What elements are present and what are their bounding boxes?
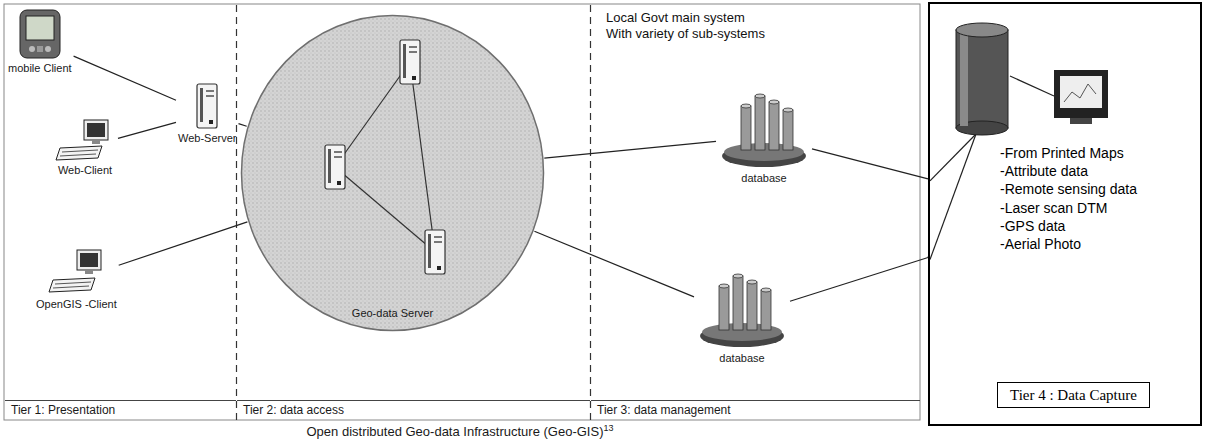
cluster-link [335, 62, 435, 252]
device-link [1010, 76, 1054, 96]
tier-band: Tier 1: Presentation [5, 400, 236, 420]
database-node: database [716, 86, 812, 187]
node-label: Web-Server [178, 132, 236, 145]
reference-number: 13 [603, 423, 613, 433]
tier-label: Tier 3: data management [597, 403, 920, 417]
list-item: -Attribute data [1000, 162, 1137, 180]
main-panel [4, 4, 920, 420]
box-label: Tier 4 : Data Capture [1010, 386, 1137, 404]
connector [812, 149, 928, 179]
server-icon [425, 230, 445, 274]
cluster-ellipse [240, 14, 545, 332]
node-label: Geo-data Server [352, 307, 433, 320]
note-text: With variety of sub-systems [606, 26, 765, 41]
node-label: OpenGIS -Client [36, 298, 117, 311]
connector [74, 56, 176, 100]
tier-divider [236, 5, 237, 420]
connector [790, 258, 928, 302]
storage-cylinder [956, 23, 1008, 135]
tier-band: Tier 2: data access [237, 400, 590, 420]
tier-band: Tier 3: data management [591, 400, 920, 420]
tier-divider [590, 5, 591, 420]
tier-label: Tier 1: Presentation [11, 403, 236, 417]
capture-link [930, 134, 976, 181]
connector [544, 141, 716, 158]
capture-link [930, 134, 976, 260]
node-label: database [741, 172, 786, 185]
capture-list: -From Printed Maps-Attribute data-Remote… [1000, 144, 1137, 253]
server-icon [400, 40, 420, 84]
server-cluster: Geo-data Server [240, 14, 545, 332]
connector [118, 122, 176, 138]
node-label: mobile Client [8, 62, 72, 75]
database-icon [718, 88, 810, 170]
list-item: -Laser scan DTM [1000, 199, 1137, 217]
database-node: database [694, 266, 790, 367]
list-item: -Aerial Photo [1000, 235, 1137, 253]
mobile-device-icon [17, 8, 63, 60]
node-label: database [719, 352, 764, 365]
database-icon [696, 268, 788, 350]
figure-caption: Open distributed Geo-data Infrastructure… [0, 423, 920, 440]
computer-icon [54, 118, 116, 162]
computer-icon [45, 248, 107, 296]
tier-label: Tier 2: data access [243, 403, 590, 417]
list-item: -GPS data [1000, 217, 1137, 235]
node-label: Web-Client [58, 164, 112, 177]
capture-panel: -From Printed Maps-Attribute data-Remote… [928, 2, 1202, 426]
server-icon [195, 82, 219, 130]
server-icon [197, 84, 217, 128]
connector [119, 222, 248, 265]
capture-devices [930, 4, 1204, 428]
connector [534, 231, 694, 297]
note-text: Local Govt main system [606, 10, 745, 25]
client-node: mobile Client [6, 6, 74, 77]
server-icon [325, 145, 345, 189]
caption-text: Open distributed Geo-data Infrastructure… [307, 424, 604, 439]
server-node: Web-Server [176, 80, 238, 147]
list-item: -Remote sensing data [1000, 180, 1137, 198]
client-node: OpenGIS -Client [34, 246, 119, 313]
tier-box: Tier 4 : Data Capture [997, 382, 1150, 408]
client-node: Web-Client [52, 116, 118, 179]
connector [239, 124, 247, 127]
workstation-icon [1054, 70, 1108, 124]
list-item: -From Printed Maps [1000, 144, 1137, 162]
